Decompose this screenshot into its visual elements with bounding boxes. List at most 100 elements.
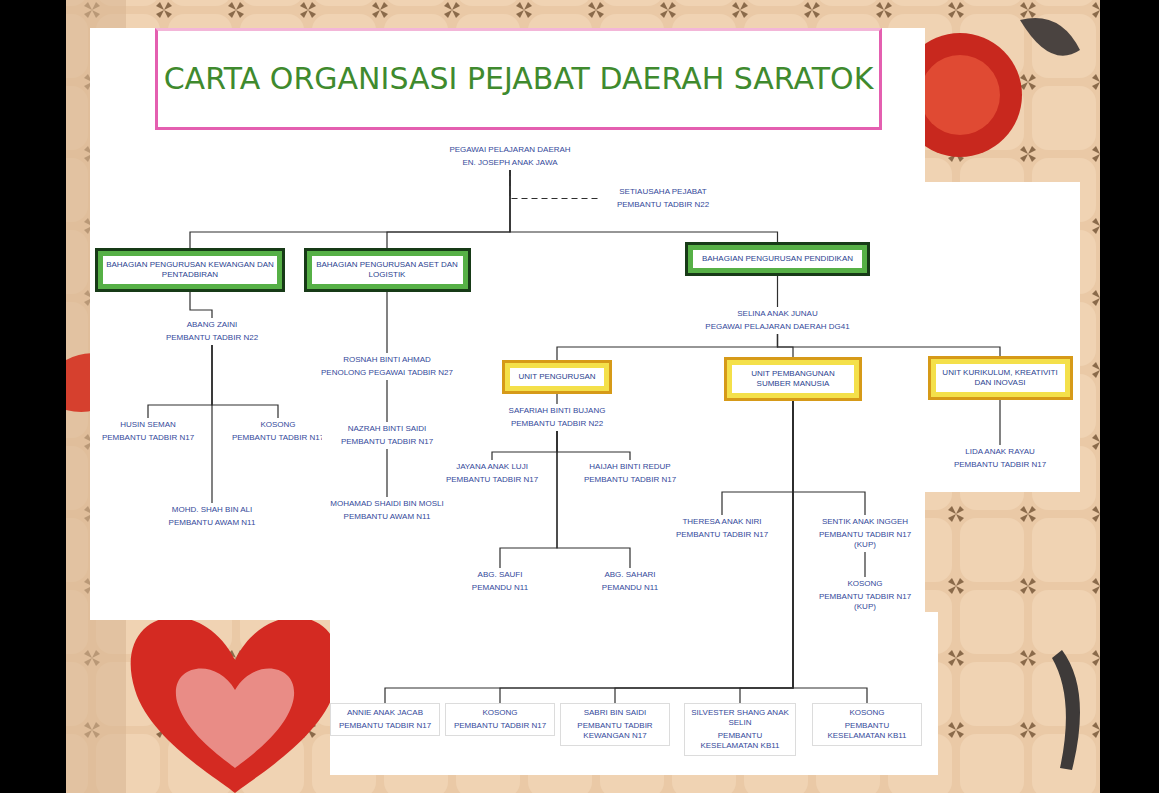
connector bbox=[500, 401, 793, 703]
staff-text: THERESA ANAK NIRI bbox=[669, 517, 775, 527]
poster-sheet bbox=[918, 182, 1080, 492]
staff-entry: HUSIN SEMAN PEMBANTU TADBIR N17 bbox=[93, 418, 203, 445]
connector bbox=[778, 334, 1001, 356]
connector bbox=[793, 401, 865, 515]
staff-text: PENOLONG PEGAWAI TADBIR N27 bbox=[309, 368, 465, 378]
staff-entry: ABG. SAHARI PEMANDU N11 bbox=[583, 568, 678, 595]
box-label: UNIT PEMBANGUNAN SUMBER MANUSIA bbox=[732, 365, 854, 393]
staff-text: PEMBANTU TADBIR N17 bbox=[95, 433, 201, 443]
staff-entry: SELINA ANAK JUNAU PEGAWAI PELAJARAN DAERA… bbox=[693, 307, 863, 334]
staff-text: ABG. SAHARI bbox=[585, 570, 676, 580]
connector bbox=[556, 394, 557, 404]
staff-text: MOHAMAD SHAIDI BIN MOSLI bbox=[319, 499, 455, 509]
staff-text: LIDA ANAK RAYAU bbox=[942, 447, 1058, 457]
staff-text: PEMANDU N11 bbox=[455, 583, 546, 593]
staff-text: PEMBANTU TADBIR N17 bbox=[669, 530, 775, 540]
connector bbox=[777, 276, 778, 307]
staff-text: PEMBANTU TADBIR N17 bbox=[577, 475, 683, 485]
staff-entry: KOSONG PEMBANTU TADBIR N17 bbox=[223, 418, 333, 445]
connector bbox=[386, 380, 387, 422]
staff-text: ANNIE ANAK JACAB bbox=[334, 708, 436, 718]
staff-text: PEMBANTU TADBIR N17 bbox=[449, 721, 551, 731]
staff-text: JAYANA ANAK LUJI bbox=[442, 462, 543, 472]
staff-card: SABRI BIN SAIDI PEMBANTU TADBIR KEWANGAN … bbox=[560, 703, 670, 746]
staff-entry: JAYANA ANAK LUJIPEMBANTU TADBIR N17 bbox=[440, 460, 545, 487]
staff-text: SABRI BIN SAIDI bbox=[564, 708, 666, 718]
staff-text: SETIAUSAHA PEJABAT bbox=[600, 187, 726, 197]
staff-entry: PEGAWAI PELAJARAN DAERAH EN. JOSEPH ANAK … bbox=[435, 143, 585, 170]
dark-ornament bbox=[1020, 18, 1080, 56]
staff-text: SELINA ANAK JUNAU bbox=[695, 309, 861, 319]
connector bbox=[386, 449, 387, 497]
staff-entry: KOSONG PEMBANTU TADBIR N17 (KUP) bbox=[810, 577, 920, 614]
connector bbox=[510, 170, 778, 242]
floor-tiles bbox=[66, 0, 1100, 793]
staff-entry: MOHAMAD SHAIDI BIN MOSLIPEMBANTU AWAM N1… bbox=[317, 497, 457, 524]
box-label: BAHAGIAN PENGURUSAN ASET DAN LOGISTIK bbox=[312, 256, 463, 284]
staff-text: EN. JOSEPH ANAK JAWA bbox=[437, 158, 583, 168]
connector bbox=[148, 345, 212, 418]
staff-entry: SENTIK ANAK INGGEH PEMBANTU TADBIR N17 (K… bbox=[808, 515, 923, 552]
staff-text: NAZRAH BINTI SAIDI bbox=[324, 424, 450, 434]
staff-text: HAIJAH BINTI REDUP bbox=[577, 462, 683, 472]
staff-text: SENTIK ANAK INGGEH bbox=[810, 517, 921, 527]
staff-text: PEMBANTU TADBIR N22 bbox=[494, 419, 620, 429]
staff-text: PEMBANTU TADBIR N22 bbox=[600, 200, 726, 210]
staff-text: SAFARIAH BINTI BUJANG bbox=[494, 406, 620, 416]
staff-entry: ABANG ZAINI PEMBANTU TADBIR N22 bbox=[147, 318, 277, 345]
staff-text: ROSNAH BINTI AHMAD bbox=[309, 355, 465, 365]
connector bbox=[793, 401, 867, 703]
division-box: BAHAGIAN PENGURUSAN ASET DAN LOGISTIK bbox=[304, 248, 471, 292]
connector bbox=[722, 401, 793, 515]
connector bbox=[740, 401, 793, 703]
poster-sheet bbox=[90, 28, 925, 620]
connector bbox=[492, 431, 557, 460]
staff-text: KOSONG bbox=[816, 708, 918, 718]
unit-box: UNIT PEMBANGUNAN SUMBER MANUSIA bbox=[724, 357, 862, 401]
title-banner: CARTA ORGANISASI PEJABAT DAERAH SARATOK bbox=[155, 28, 882, 130]
box-label: BAHAGIAN PENGURUSAN KEWANGAN DAN PENTADB… bbox=[103, 256, 277, 284]
connector bbox=[386, 292, 387, 353]
staff-text: ABANG ZAINI bbox=[149, 320, 275, 330]
staff-text: KOSONG bbox=[225, 420, 331, 430]
staff-text: PEMBANTU TADBIR N17 bbox=[225, 433, 331, 443]
connector bbox=[190, 292, 212, 318]
staff-text: PEMBANTU KESELAMATAN KB11 bbox=[816, 721, 918, 741]
staff-text: PEMBANTU TADBIR N17 bbox=[942, 460, 1058, 470]
staff-text: PEMBANTU TADBIR N17 bbox=[334, 721, 436, 731]
staff-card: SILVESTER SHANG ANAK SELIN PEMBANTU KESEL… bbox=[684, 703, 796, 756]
staff-text: PEMBANTU TADBIR N17 (KUP) bbox=[812, 592, 918, 612]
staff-card: ANNIE ANAK JACAB PEMBANTU TADBIR N17 bbox=[330, 703, 440, 736]
staff-card: KOSONG PEMBANTU KESELAMATAN KB11 bbox=[812, 703, 922, 746]
staff-text: PEMBANTU TADBIR N17 (KUP) bbox=[810, 530, 921, 550]
connector bbox=[778, 334, 794, 357]
box-label: BAHAGIAN PENGURUSAN PENDIDIKAN bbox=[693, 250, 862, 268]
staff-text: HUSIN SEMAN bbox=[95, 420, 201, 430]
title-text: CARTA ORGANISASI PEJABAT DAERAH SARATOK bbox=[161, 62, 876, 97]
staff-entry: LIDA ANAK RAYAU PEMBANTU TADBIR N17 bbox=[940, 445, 1060, 472]
staff-entry: ABG. SAUFIPEMANDU N11 bbox=[453, 568, 548, 595]
staff-text: KOSONG bbox=[812, 579, 918, 589]
staff-entry: SAFARIAH BINTI BUJANG PEMBANTU TADBIR N22 bbox=[492, 404, 622, 431]
staff-card: KOSONG PEMBANTU TADBIR N17 bbox=[445, 703, 555, 736]
staff-text: PEMBANTU KESELAMATAN KB11 bbox=[688, 731, 792, 751]
staff-text: KOSONG bbox=[449, 708, 551, 718]
staff-text: PEGAWAI PELAJARAN DAERAH bbox=[437, 145, 583, 155]
unit-box: UNIT PENGURUSAN bbox=[502, 360, 612, 394]
staff-text: PEMANDU N11 bbox=[585, 583, 676, 593]
staff-text: PEMBANTU TADBIR N17 bbox=[324, 437, 450, 447]
staff-text: SILVESTER SHANG ANAK SELIN bbox=[688, 708, 792, 728]
connector bbox=[387, 170, 510, 248]
heart-pattern bbox=[176, 669, 294, 768]
red-heart bbox=[131, 617, 340, 793]
staff-text: PEMBANTU TADBIR KEWANGAN N17 bbox=[564, 721, 666, 741]
red-ornament bbox=[920, 55, 1000, 135]
connector bbox=[557, 431, 630, 460]
poster-sheet bbox=[330, 612, 938, 775]
staff-text: PEGAWAI PELAJARAN DAERAH DG41 bbox=[695, 322, 861, 332]
staff-text: PEMBANTU TADBIR N22 bbox=[149, 333, 275, 343]
staff-entry: MOHD. SHAH BIN ALIPEMBANTU AWAM N11 bbox=[152, 503, 272, 530]
staff-text: PEMBANTU AWAM N11 bbox=[154, 518, 270, 528]
